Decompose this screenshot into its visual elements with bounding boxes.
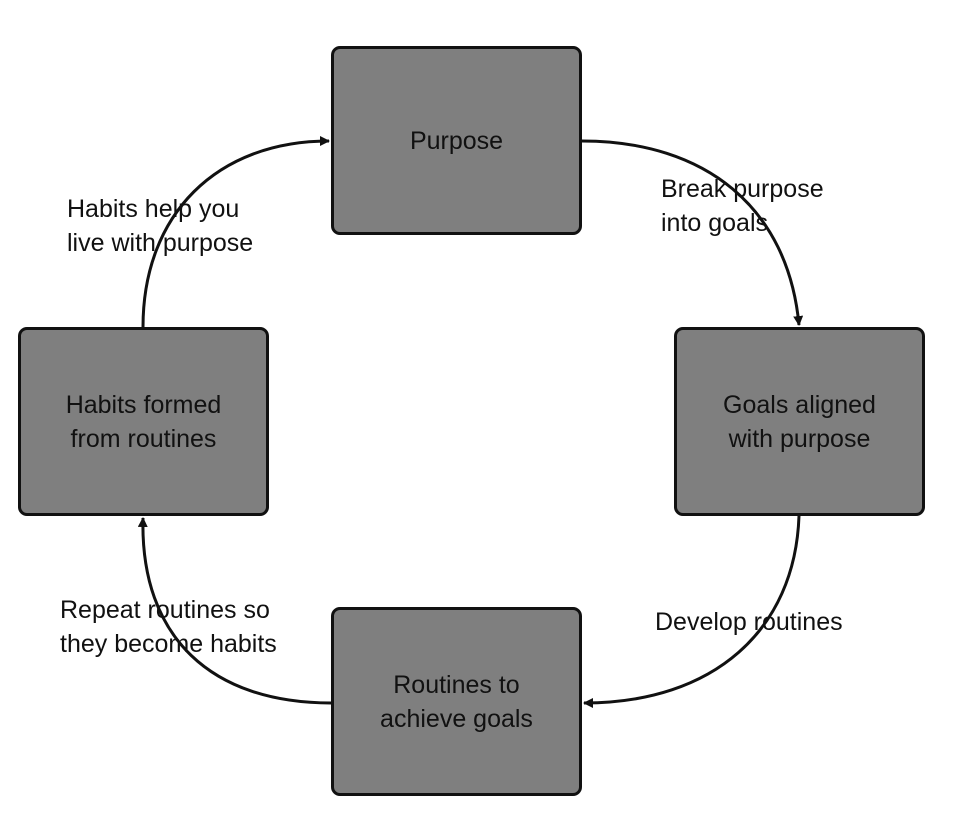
node-goals-label: Goals aligned with purpose (723, 390, 876, 453)
node-purpose: Purpose (331, 46, 582, 235)
edge-label-purpose-to-goals: Break purpose into goals (661, 175, 824, 237)
node-purpose-label: Purpose (409, 126, 504, 155)
node-goals: Goals aligned with purpose (674, 327, 925, 516)
arrow-routines-to-habits (137, 517, 332, 705)
arrow-habits-to-purpose (141, 136, 330, 328)
edge-label-routines-to-habits: Repeat routines so they become habits (60, 596, 277, 658)
edge-label-habits-to-purpose: Habits help you live with purpose (67, 195, 254, 257)
node-habits-label: Habits formed from routines (65, 390, 222, 453)
node-routines: Routines to achieve goals (331, 607, 582, 796)
node-routines-label: Routines to achieve goals (380, 670, 533, 733)
arrow-purpose-to-goals (581, 139, 804, 326)
edge-label-goals-to-routines: Develop routines (655, 608, 843, 636)
node-habits: Habits formed from routines (18, 327, 269, 516)
arrow-goals-to-routines (583, 515, 801, 708)
